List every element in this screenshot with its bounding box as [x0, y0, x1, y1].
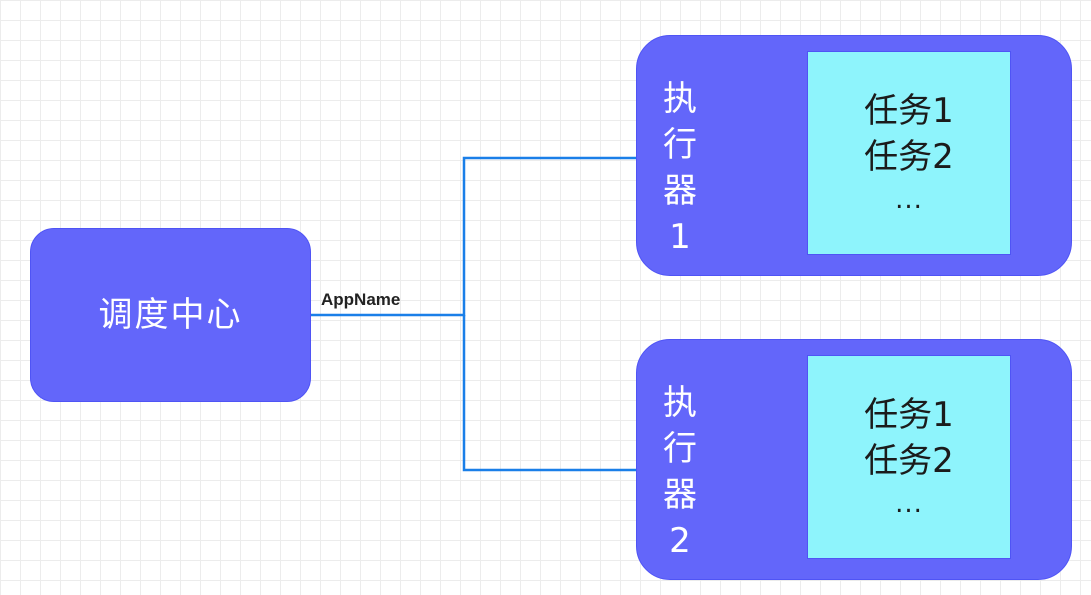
connector-to-executor-1 — [294, 156, 636, 317]
task-item: 任务1 — [864, 395, 954, 435]
executor-label-char: 器 — [663, 475, 697, 515]
task-list-box-2[interactable]: 任务1 任务2 ... — [807, 355, 1011, 559]
executor-label-char: 1 — [669, 217, 691, 257]
executor-label-1: 执 行 器 1 — [653, 76, 707, 260]
executor-label-char: 2 — [669, 521, 691, 561]
executor-label-char: 执 — [663, 79, 697, 119]
task-item: 任务2 — [864, 137, 954, 177]
task-list-box-1[interactable]: 任务1 任务2 ... — [807, 51, 1011, 255]
task-item: 任务2 — [864, 441, 954, 481]
executor-node-2[interactable]: 执 行 器 2 任务1 任务2 ... — [636, 339, 1072, 580]
executor-label-char: 执 — [663, 383, 697, 423]
task-item: 任务1 — [864, 91, 954, 131]
executor-node-1[interactable]: 执 行 器 1 任务1 任务2 ... — [636, 35, 1072, 276]
task-ellipsis: ... — [895, 185, 923, 215]
executor-label-char: 行 — [663, 429, 697, 469]
executor-label-2: 执 行 器 2 — [653, 380, 707, 564]
connector-label: AppName — [321, 290, 401, 309]
executor-label-char: 行 — [663, 125, 697, 165]
connector-to-executor-2 — [462, 315, 636, 472]
task-ellipsis: ... — [895, 489, 923, 519]
executor-label-char: 器 — [663, 171, 697, 211]
scheduler-center-label: 调度中心 — [98, 295, 243, 335]
scheduler-center-node[interactable]: 调度中心 — [30, 228, 311, 402]
